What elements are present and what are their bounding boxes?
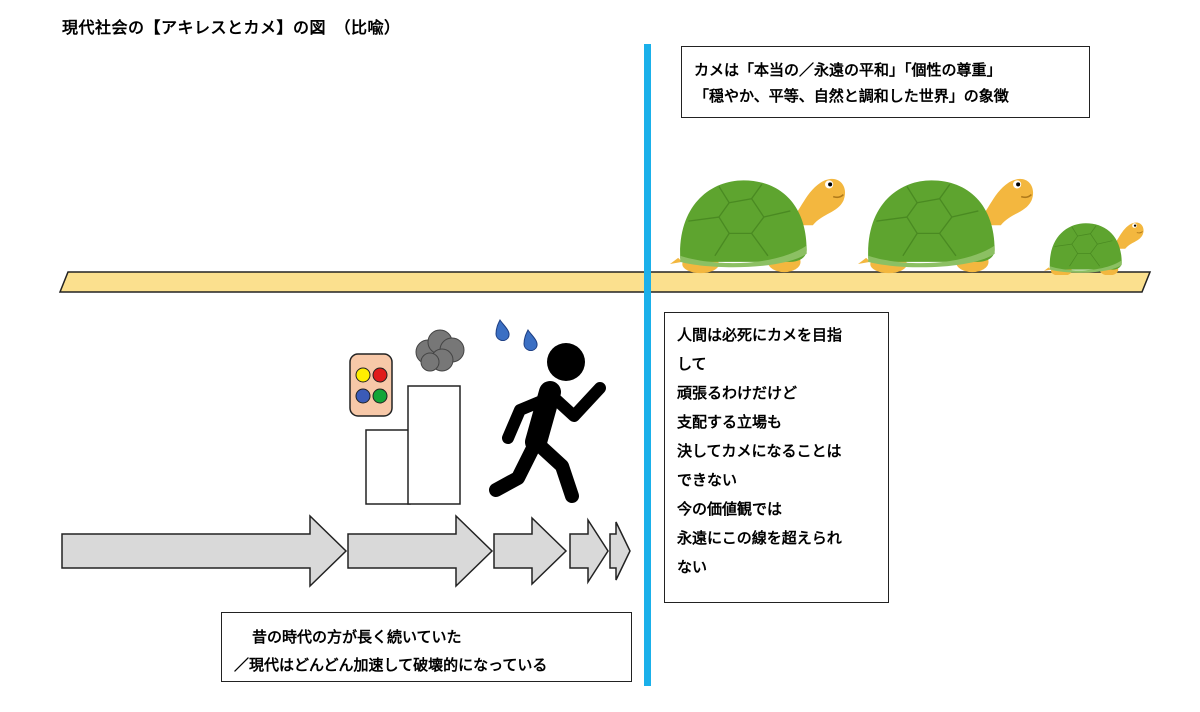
turtle-statement-line-1: カメは「本当の／永遠の平和」「個性の尊重」 <box>694 61 1002 79</box>
human-statement-line-1: 人間は必死にカメを目指 <box>677 326 843 344</box>
time-statement-box: 昔の時代の方が長く続いていた ／現代はどんどん加速して破壊的になっている <box>221 612 632 682</box>
turtle-statement-box: カメは「本当の／永遠の平和」「個性の尊重」 「穏やか、平等、自然と調和した世界」… <box>681 46 1090 118</box>
turtles-group <box>669 178 1144 275</box>
traffic-light-icon <box>349 353 393 417</box>
time-statement-line-2: ／現代はどんどん加速して破壊的になっている <box>234 656 548 674</box>
turtle-icon <box>857 178 1034 274</box>
human-statement-line-8: 永遠にこの線を超えられ <box>677 529 842 547</box>
sweat-drop-icon <box>495 319 538 352</box>
human-statement-line-6: できない <box>677 471 738 489</box>
turtle-icon <box>669 178 846 274</box>
building-icon <box>365 385 461 505</box>
smoke-icon <box>415 329 465 372</box>
human-statement-line-5: 決してカメになることは <box>677 442 842 460</box>
arrow-4 <box>569 517 609 585</box>
human-statement-line-4: 支配する立場も <box>677 413 783 431</box>
boundary-line <box>58 271 1152 293</box>
page-title: 現代社会の【アキレスとカメ】の図 （比喩） <box>62 18 401 37</box>
time-arrows <box>61 514 631 588</box>
turtle-icon <box>1043 222 1144 275</box>
human-statement-line-2: して <box>677 355 707 373</box>
human-statement-line-9: ない <box>677 558 708 576</box>
boundary-bar <box>58 271 1152 293</box>
human-statement-box: 人間は必死にカメを目指 して 頑張るわけだけど 支配する立場も 決してカメになる… <box>664 312 889 603</box>
running-man-icon <box>489 343 606 503</box>
time-statement-line-1: 昔の時代の方が長く続いていた <box>252 628 462 646</box>
arrow-2 <box>347 514 494 588</box>
vertical-divider <box>644 44 651 686</box>
human-statement-line-7: 今の価値観では <box>677 500 783 518</box>
arrow-5 <box>609 521 631 581</box>
turtle-statement-line-2: 「穏やか、平等、自然と調和した世界」の象徴 <box>694 87 1009 105</box>
arrow-3 <box>493 516 568 586</box>
arrow-1 <box>61 514 348 588</box>
human-statement-line-3: 頑張るわけだけど <box>677 384 798 402</box>
